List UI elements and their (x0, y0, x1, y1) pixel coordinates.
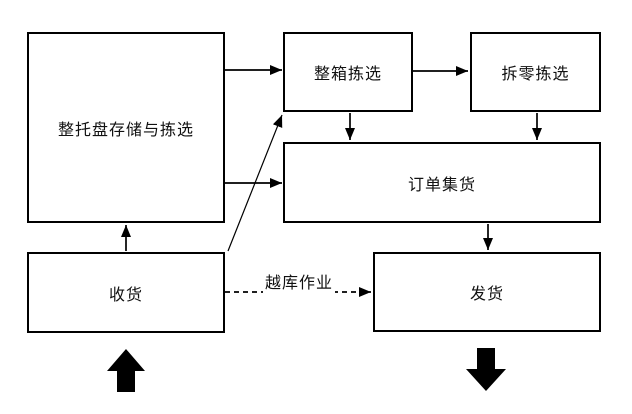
node-piece-picking-label: 拆零拣选 (501, 66, 570, 83)
node-case-picking: 整箱拣选 (283, 32, 413, 112)
node-pallet-storage-label: 整托盘存储与拣选 (57, 121, 194, 139)
node-receiving-label: 收货 (108, 286, 143, 304)
node-pallet-storage: 整托盘存储与拣选 (27, 32, 225, 223)
node-piece-picking: 拆零拣选 (470, 32, 601, 112)
node-receiving: 收货 (27, 252, 225, 333)
edge-label-cross-docking: 越库作业 (262, 269, 336, 293)
node-shipping: 发货 (373, 252, 601, 332)
node-order-consolidation: 订单集货 (283, 142, 601, 223)
node-order-consolidation-label: 订单集货 (407, 176, 476, 194)
arrow-receiving-to-case-picking (227, 114, 283, 252)
node-shipping-label: 发货 (469, 286, 504, 303)
outbound-down-block-arrow-icon (466, 348, 506, 391)
node-case-picking-label: 整箱拣选 (313, 66, 382, 83)
inbound-up-block-arrow-icon (107, 349, 145, 392)
